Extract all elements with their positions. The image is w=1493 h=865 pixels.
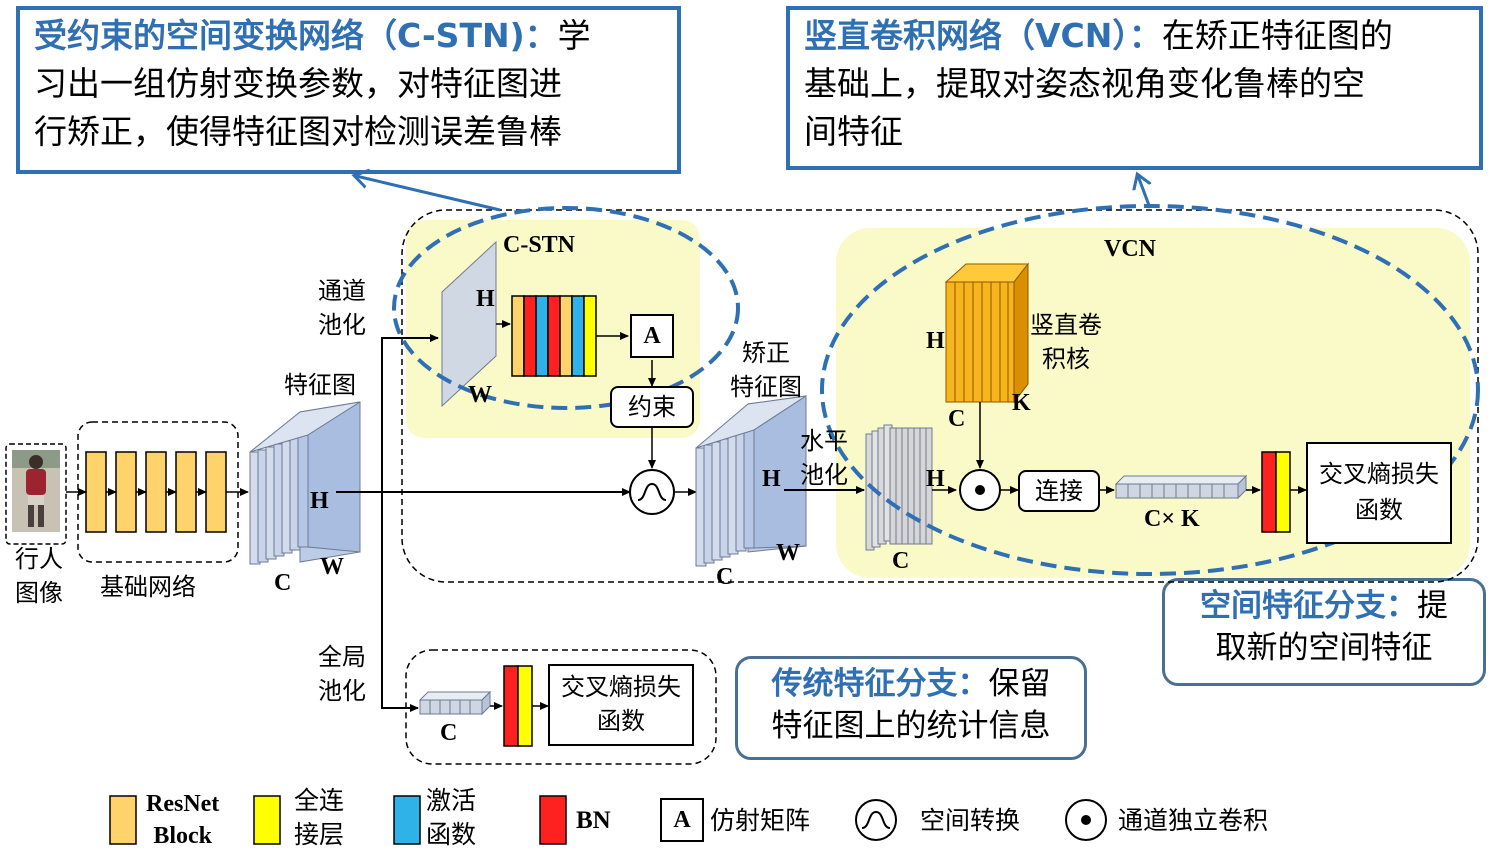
legend-transform-icon: [855, 799, 897, 841]
kernel-h: H: [926, 328, 945, 354]
rfm-c: C: [716, 564, 734, 590]
cstn-ellipse: [392, 206, 740, 410]
vertical-kernel: [944, 262, 1030, 404]
spatial-branch-callout: 空间特征分支：提 取新的空间特征: [1162, 578, 1486, 686]
legend-act-label: 激活函数: [426, 786, 477, 849]
spatial-branch-region: [401, 209, 1479, 583]
legend-affine-label: 仿射矩阵: [710, 806, 811, 835]
kernel-k: K: [1012, 390, 1031, 416]
rfm-w: W: [776, 540, 800, 566]
cstn-callout-title: 受约束的空间变换网络（C-STN)：: [34, 16, 558, 55]
spatial-transform-icon: [629, 469, 675, 515]
cstn-title: C-STN: [503, 232, 576, 258]
vcn-callout: 竖直卷积网络（VCN）：在矫正特征图的 基础上，提取对姿态视角变化鲁棒的空 间特…: [786, 6, 1483, 170]
channel-pool-label: 通道池化: [318, 277, 366, 339]
feature-map-stack: [249, 401, 361, 565]
backbone-region: [77, 421, 239, 563]
ck-label: C× K: [1144, 506, 1200, 532]
vcn-callout-title: 竖直卷积网络（VCN）：: [804, 16, 1162, 55]
legend-bn-swatch: [539, 795, 567, 845]
legend-conv-label: 通道独立卷积: [1118, 806, 1269, 835]
trad-bn-fc: [503, 665, 533, 747]
concat-box: 连接: [1018, 470, 1100, 512]
cstn-slab: [441, 240, 497, 408]
image-region: [5, 443, 67, 545]
pedestrian-image: [12, 450, 60, 532]
vcn-bn-fc: [1261, 451, 1291, 533]
vcn-loss-box: 交叉熵损失函数: [1306, 442, 1452, 544]
fm-h: H: [310, 488, 329, 514]
global-c: C: [440, 720, 458, 746]
trad-loss-box: 交叉熵损失函数: [548, 664, 694, 746]
global-vector: [418, 690, 492, 716]
ck-vector: [1114, 474, 1248, 500]
fm-c: C: [274, 570, 292, 596]
rectified-label: 矫正特征图: [730, 339, 802, 401]
horizontal-pool-label: 水平池化: [800, 427, 848, 489]
cstn-callout: 受约束的空间变换网络（C-STN)：学 习出一组仿射变换参数，对特征图进 行矫正…: [16, 6, 681, 174]
global-pool-label: 全局池化: [318, 643, 366, 705]
pedestrian-label: 行人图像: [15, 545, 63, 607]
vertical-kernel-label: 竖直卷积核: [1030, 311, 1102, 373]
affine-matrix-box: A: [630, 314, 674, 358]
feature-map-label: 特征图: [284, 371, 356, 399]
cstn-h: H: [476, 286, 495, 312]
legend-affine-symbol: A: [660, 798, 704, 842]
vcn-title: VCN: [1104, 236, 1156, 262]
legend-act-swatch: [393, 795, 421, 845]
legend-transform-label: 空间转换: [920, 806, 1021, 835]
fm-w: W: [320, 554, 344, 580]
backbone-label: 基础网络: [100, 573, 196, 601]
kernel-c: C: [948, 406, 966, 432]
cstn-fc-block: [511, 295, 597, 377]
resnet-blocks: [85, 451, 227, 533]
slab-c: C: [892, 548, 910, 574]
legend-bn-label: BN: [576, 807, 611, 834]
legend-fc-label: 全连接层: [294, 786, 345, 849]
traditional-branch-callout: 传统特征分支：保留 特征图上的统计信息: [735, 656, 1087, 760]
cstn-w: W: [468, 382, 492, 408]
legend-fc-swatch: [253, 795, 281, 845]
rectified-feature-map: [695, 395, 807, 567]
rfm-h: H: [762, 466, 781, 492]
slab-h: H: [926, 466, 945, 492]
constraint-box: 约束: [610, 386, 694, 428]
legend-resnet-swatch: [109, 795, 137, 845]
pooled-slab: [865, 424, 933, 551]
